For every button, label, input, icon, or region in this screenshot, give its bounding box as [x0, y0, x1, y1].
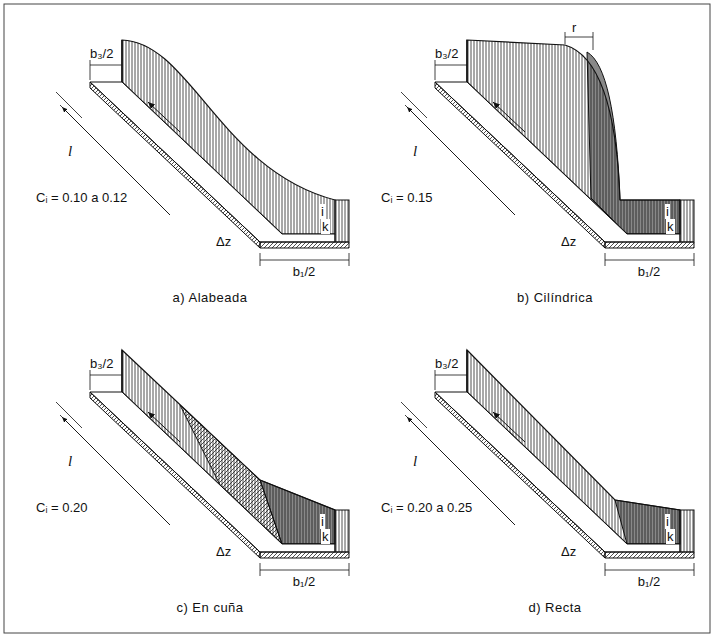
- coefficient-label: Cᵢ = 0.20 a 0.25: [381, 500, 472, 515]
- panel-caption: a) Alabeada: [173, 290, 248, 305]
- part-label: k: [666, 529, 675, 544]
- part-label: k: [321, 219, 330, 234]
- radius-label: r: [572, 20, 576, 35]
- coefficient-label: Cᵢ = 0.15: [381, 190, 433, 205]
- part-label: k: [666, 219, 675, 234]
- dimension-label: b₁/2: [293, 574, 315, 589]
- length-label: l: [68, 454, 72, 469]
- part-label: k: [321, 529, 330, 544]
- drop-label: Δz: [561, 234, 576, 249]
- dimension-label: b₃/2: [435, 46, 458, 61]
- dimension-label: b₃/2: [90, 46, 113, 61]
- drop-label: Δz: [216, 544, 231, 559]
- dimension-label: b₃/2: [435, 356, 458, 371]
- dimension-label: b₁/2: [638, 264, 660, 279]
- length-label: l: [68, 144, 72, 159]
- coefficient-label: Cᵢ = 0.10 a 0.12: [36, 190, 127, 205]
- part-label: i: [320, 204, 325, 219]
- panel-caption: c) En cuña: [176, 600, 243, 615]
- length-label: l: [413, 454, 417, 469]
- part-label: i: [665, 204, 670, 219]
- part-label: i: [320, 514, 325, 529]
- length-label: l: [413, 144, 417, 159]
- dimension-label: b₁/2: [638, 574, 660, 589]
- drop-label: Δz: [561, 544, 576, 559]
- panel-caption: d) Recta: [528, 600, 581, 615]
- dimension-label: b₁/2: [293, 264, 315, 279]
- panel-caption: b) Cilíndrica: [517, 290, 593, 305]
- coefficient-label: Cᵢ = 0.20: [36, 500, 88, 515]
- part-label: i: [665, 514, 670, 529]
- dimension-label: b₃/2: [90, 356, 113, 371]
- drop-label: Δz: [216, 234, 231, 249]
